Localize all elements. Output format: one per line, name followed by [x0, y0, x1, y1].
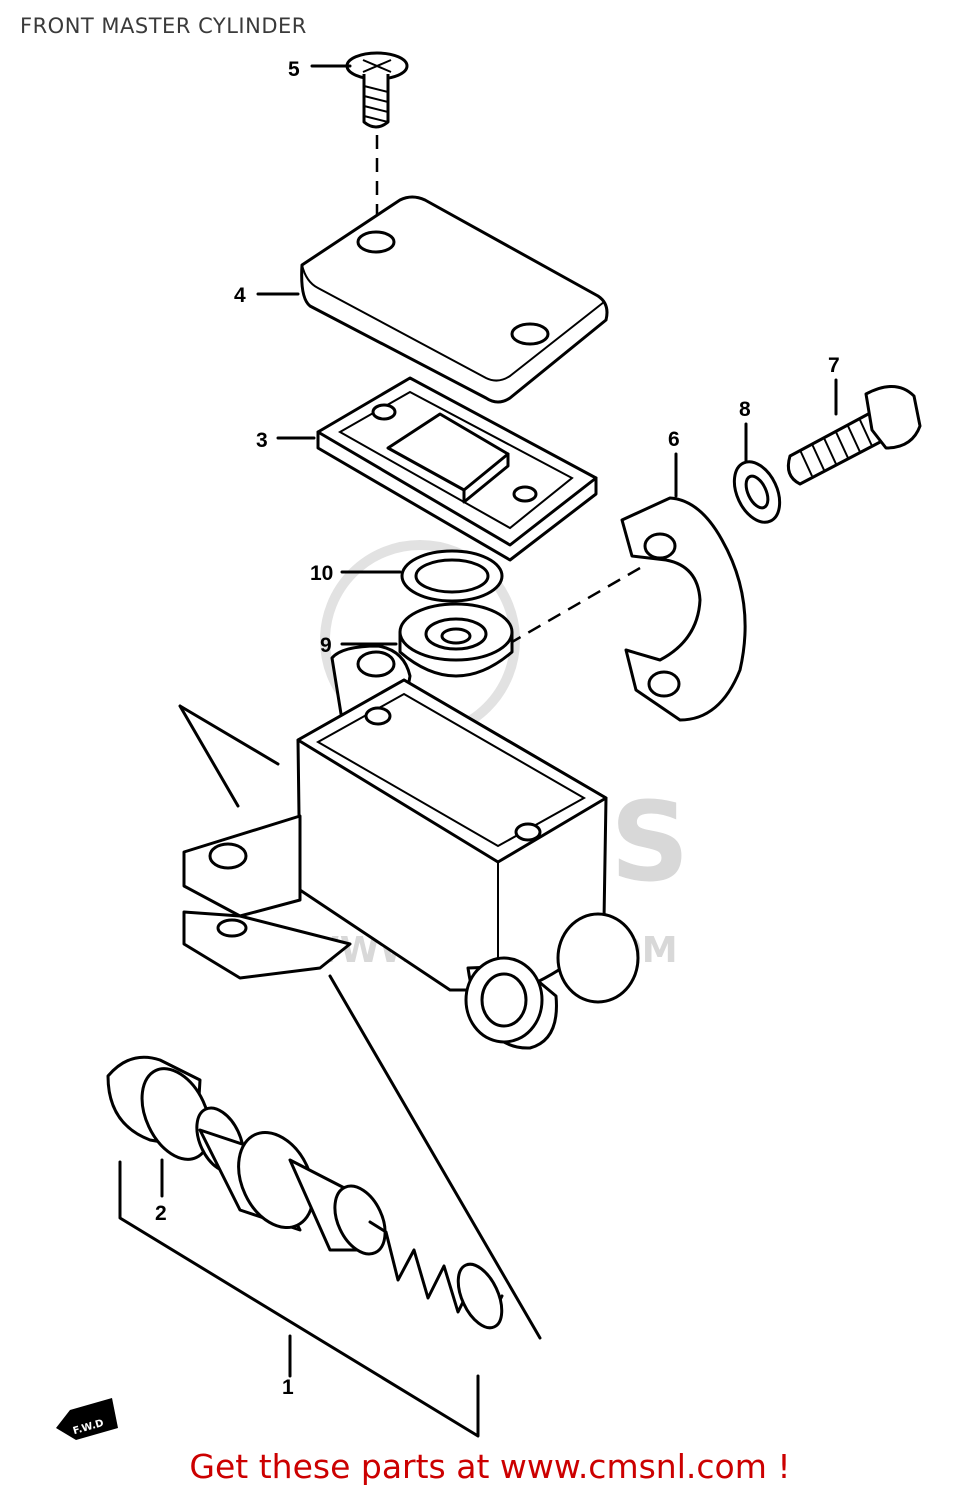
part-3-diaphragm — [316, 376, 598, 562]
front-direction-arrow: F.W.D — [56, 1398, 118, 1440]
parts-store-link[interactable]: Get these parts at www.cmsnl.com ! — [189, 1447, 791, 1486]
master-cylinder-body — [182, 644, 640, 1050]
part-5-screw — [345, 51, 409, 129]
callout-2: 2 — [155, 1202, 167, 1225]
callout-3: 3 — [256, 429, 268, 452]
leader-clamp-to-body — [511, 566, 641, 644]
part-6-clamp — [620, 496, 747, 722]
callout-6: 6 — [668, 428, 680, 451]
part-1-bracket — [118, 1160, 480, 1438]
leader-bracket-upper — [178, 704, 280, 808]
callout-9: 9 — [320, 634, 332, 657]
part-9-boot — [398, 602, 514, 678]
leader-body-to-piston — [328, 974, 542, 1340]
callout-10: 10 — [310, 562, 333, 585]
callout-7: 7 — [828, 354, 840, 377]
part-8-washer — [732, 460, 782, 524]
part-7-bolt — [786, 385, 922, 486]
callout-4: 4 — [234, 284, 246, 307]
part-1-piston-assembly — [106, 1055, 504, 1330]
diagram-title: FRONT MASTER CYLINDER — [20, 14, 307, 38]
part-4-reservoir-cover — [300, 195, 609, 404]
part-10-o-ring — [400, 549, 504, 603]
callout-5: 5 — [288, 58, 300, 81]
callout-8: 8 — [739, 398, 751, 421]
callout-1: 1 — [282, 1376, 294, 1399]
